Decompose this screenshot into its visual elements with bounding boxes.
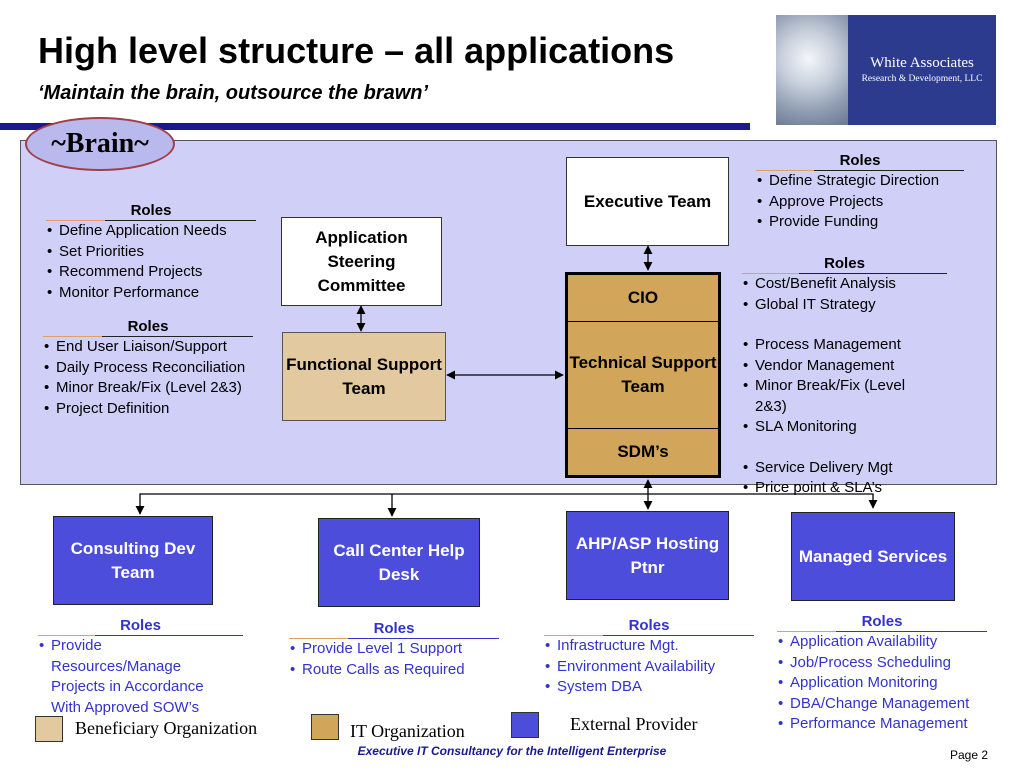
role-item: Minor Break/Fix (Level 2&3)	[742, 376, 935, 417]
role-item: Job/Process Scheduling	[777, 653, 987, 674]
role-item: Infrastructure Mgt.	[544, 636, 754, 657]
footer-tagline: Executive IT Consultancy for the Intelli…	[357, 744, 667, 758]
logo-panel: White Associates Research & Development,…	[848, 15, 996, 125]
role-item: Define Strategic Direction	[756, 171, 964, 192]
globe-icon	[776, 15, 848, 125]
consulting-dev-team-box: Consulting Dev Team	[53, 516, 213, 605]
role-item: Cost/Benefit Analysis	[742, 274, 947, 295]
company-logo: White Associates Research & Development,…	[776, 15, 996, 125]
role-item: Environment Availability	[544, 657, 754, 678]
roles-header: Roles	[38, 617, 243, 636]
title-rule	[0, 123, 750, 130]
roles-callcenter: Roles Provide Level 1 Support Route Call…	[289, 620, 499, 680]
page-title: High level structure – all applications	[38, 30, 675, 71]
role-item: Daily Process Reconciliation	[43, 358, 273, 379]
roles-header: Roles	[46, 202, 256, 221]
page-subtitle: ‘Maintain the brain, outsource the brawn…	[38, 82, 429, 104]
roles-header: Roles	[756, 152, 964, 171]
role-item: Application Availability	[777, 632, 987, 653]
managed-services-box: Managed Services	[791, 512, 955, 601]
role-item: Provide Level 1 Support	[289, 639, 499, 660]
role-item: Set Priorities	[46, 242, 256, 263]
role-item: Price point & SLA’s	[742, 478, 947, 499]
executive-team-box: Executive Team	[566, 157, 729, 246]
roles-header: Roles	[43, 318, 253, 337]
application-steering-committee-box: Application Steering Committee	[281, 217, 442, 306]
role-item: Route Calls as Required	[289, 660, 499, 681]
roles-executive: Roles Define Strategic Direction Approve…	[756, 152, 964, 233]
roles-header: Roles	[777, 613, 987, 632]
role-item: Approve Projects	[756, 192, 964, 213]
cio-box: CIO	[568, 275, 718, 322]
role-item: Monitor Performance	[46, 283, 256, 304]
roles-header: Roles	[289, 620, 499, 639]
role-item: Project Definition	[43, 399, 273, 420]
role-item: Provide Resources/Manage Projects in Acc…	[38, 636, 231, 718]
legend-label-external: External Provider	[570, 714, 698, 734]
ahp-asp-hosting-partner-box: AHP/ASP Hosting Ptnr	[566, 511, 729, 600]
role-item: Provide Funding	[756, 212, 964, 233]
role-item: Vendor Management	[742, 356, 947, 377]
page-number: Page 2	[950, 748, 989, 762]
roles-header: Roles	[544, 617, 754, 636]
sdm-box: SDM’s	[617, 442, 669, 461]
role-item: System DBA	[544, 677, 754, 698]
role-item: Application Monitoring	[777, 673, 987, 694]
legend-swatch-it	[311, 714, 339, 740]
role-item: Define Application Needs	[46, 221, 256, 242]
role-item: SLA Monitoring	[742, 417, 947, 438]
technical-support-team-box: Technical Support Team	[568, 322, 718, 429]
connector-bus	[135, 493, 878, 515]
it-organization-stack: CIO Technical Support Team SDM’s	[565, 272, 721, 478]
role-item: Process Management	[742, 335, 947, 356]
role-item: Minor Break/Fix (Level 2&3)	[43, 378, 273, 399]
logo-tagline: Research & Development, LLC	[861, 74, 983, 84]
roles-consulting: Roles Provide Resources/Manage Projects …	[38, 617, 243, 718]
call-center-help-desk-box: Call Center Help Desk	[318, 518, 480, 607]
role-item: Recommend Projects	[46, 262, 256, 283]
roles-header: Roles	[742, 255, 947, 274]
legend-swatch-external	[511, 712, 539, 738]
role-item: Service Delivery Mgt	[742, 458, 947, 479]
role-item: End User Liaison/Support	[43, 337, 273, 358]
legend-label-beneficiary: Beneficiary Organization	[75, 718, 258, 738]
legend-label-it: IT Organization	[350, 721, 465, 741]
logo-name: White Associates	[870, 55, 974, 71]
brain-label: ~Brain~	[25, 117, 175, 171]
role-item: Performance Management	[777, 714, 987, 735]
functional-support-team-box: Functional Support Team	[282, 332, 446, 421]
roles-managed: Roles Application Availability Job/Proce…	[777, 613, 987, 735]
legend-swatch-beneficiary	[35, 716, 63, 742]
roles-functional: Roles End User Liaison/Support Daily Pro…	[43, 318, 273, 419]
roles-technical: Roles Cost/Benefit Analysis Global IT St…	[742, 255, 947, 499]
roles-ahp: Roles Infrastructure Mgt. Environment Av…	[544, 617, 754, 698]
role-item: Global IT Strategy	[742, 295, 947, 316]
roles-steering: Roles Define Application Needs Set Prior…	[46, 202, 256, 303]
role-item: DBA/Change Management	[777, 694, 987, 715]
